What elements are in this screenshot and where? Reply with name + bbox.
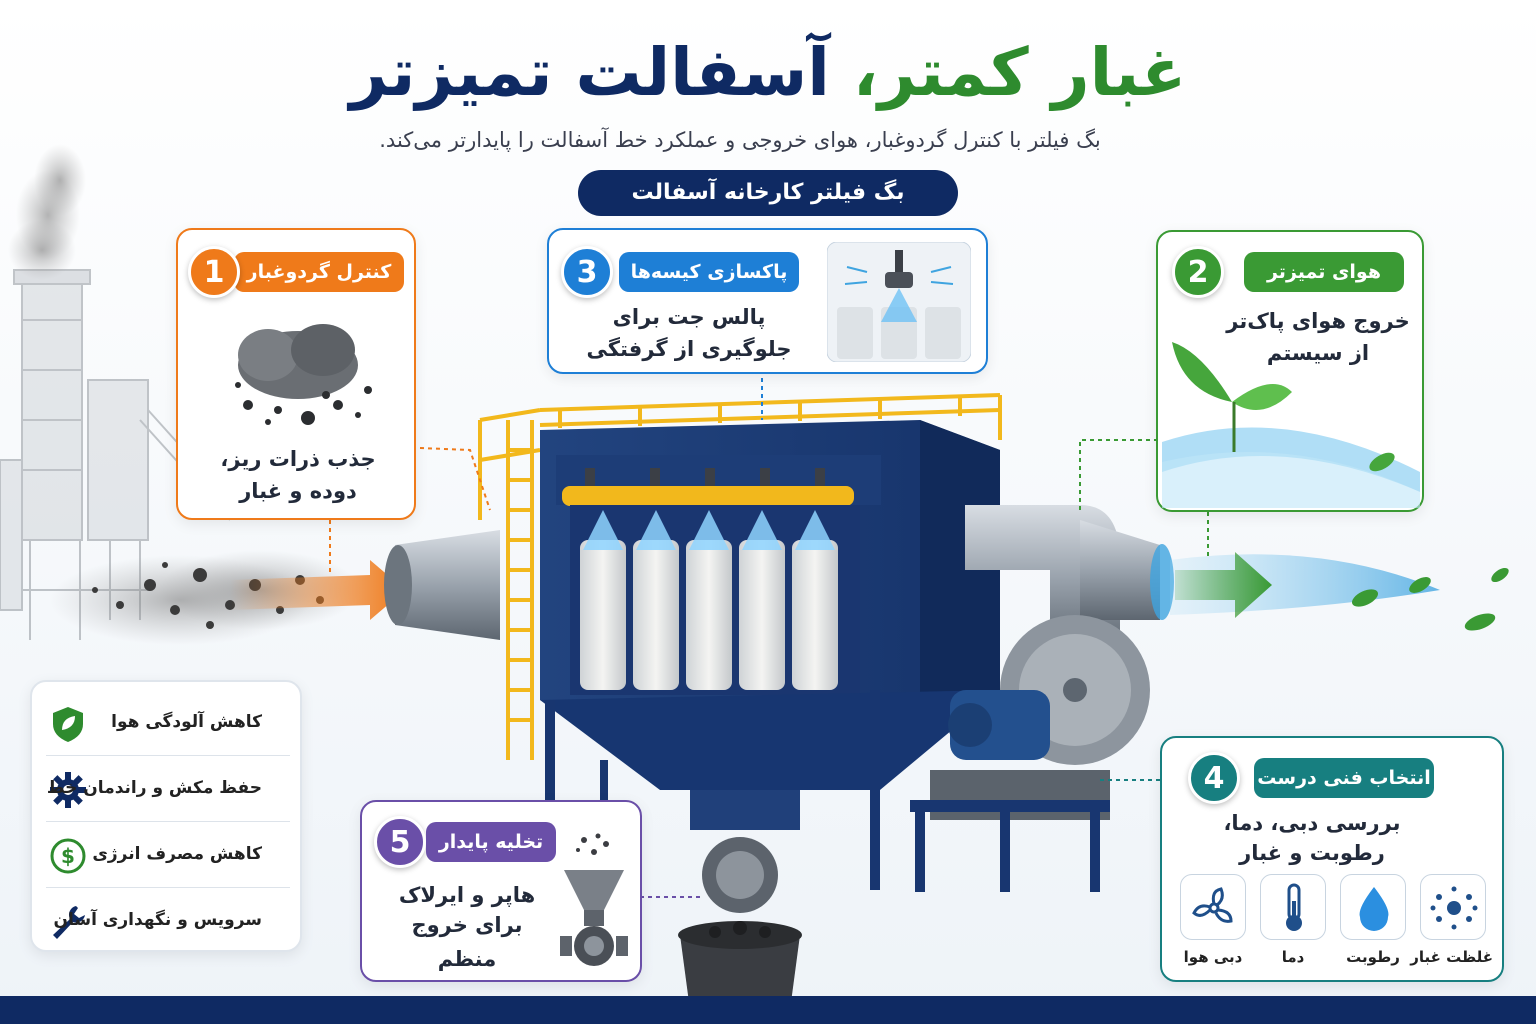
benefit-row: سرویس و نگهداری آسان (46, 890, 290, 954)
benefit-label: کاهش مصرف انرژی (92, 844, 262, 864)
card-bag-cleaning-tag: پاکسازی کیسه‌ها (619, 252, 799, 292)
card-technical-line1: بررسی دبی، دما، (1223, 811, 1401, 835)
selection-humidity-label: رطوبت (1346, 948, 1400, 966)
card-discharge-tag: تخلیه پایدار (426, 822, 556, 862)
card-clean-air-tag: هوای تمیزتر (1244, 252, 1404, 292)
card-clean-air: 2 هوای تمیزتر خروج هوای پاک‌تر از سیستم (1156, 230, 1424, 512)
benefit-row: حفظ مکش و راندمان خط (46, 758, 290, 822)
hopper-airlock-icon (560, 833, 628, 966)
benefit-row: $ کاهش مصرف انرژی (46, 824, 290, 888)
svg-text:$: $ (61, 844, 75, 868)
card-bag-cleaning: پاکسازی کیسه‌ها 3 پالس جت برای جلوگیری ا… (547, 228, 988, 374)
thermometer-icon (1286, 883, 1302, 931)
benefit-label: کاهش آلودگی هوا (111, 712, 262, 732)
card-bag-cleaning-line2: جلوگیری از گرفتگی (586, 337, 792, 361)
selection-humidity-box (1340, 874, 1406, 940)
page-subtitle: بگ فیلتر با کنترل گردوغبار، هوای خروجی و… (379, 128, 1101, 152)
title-green: غبار کمتر، (852, 34, 1187, 111)
card-technical-number: 4 (1188, 752, 1240, 804)
water-drop-icon (1359, 887, 1389, 931)
gear-icon (50, 772, 86, 808)
card-dust-control-tag: کنترل گردوغبار (234, 252, 404, 292)
card-discharge-number: 5 (374, 816, 426, 868)
card-dust-control: کنترل گردوغبار 1 جذب ذرات ریز، دوده و غب… (176, 228, 416, 520)
card-clean-air-line1: خروج هوای پاک‌تر (1226, 309, 1410, 333)
page-title: غبار کمتر، آسفالت تمیزتر (0, 28, 1536, 118)
card-technical-selection: 4 انتخاب فنی درست بررسی دبی، دما، رطوبت … (1160, 736, 1504, 982)
leaf-air-icon (1162, 342, 1420, 508)
selection-airflow-label: دبی هوا (1183, 948, 1243, 966)
card-technical-tag: انتخاب فنی درست (1254, 758, 1434, 798)
card-clean-air-line2: از سیستم (1266, 341, 1370, 365)
selection-airflow-box (1180, 874, 1246, 940)
card-clean-air-number: 2 (1172, 246, 1224, 298)
benefits-panel: کاهش آلودگی هوا حفظ مکش و راندمان خط $ ک… (30, 680, 302, 952)
fan-icon (1192, 887, 1233, 923)
benefit-label: سرویس و نگهداری آسان (53, 910, 262, 930)
dust-cloud-icon (235, 324, 372, 425)
footer-bar (0, 996, 1536, 1024)
benefit-label: حفظ مکش و راندمان خط (46, 778, 262, 798)
shield-leaf-icon (53, 707, 83, 742)
card-bag-cleaning-line1: پالس جت برای (612, 305, 766, 329)
card-bag-cleaning-number: 3 (561, 246, 613, 298)
card-dust-control-line2: دوده و غبار (239, 479, 357, 503)
product-badge: بگ فیلتر کارخانه آسفالت (578, 170, 958, 216)
selection-temperature-label: دما (1281, 948, 1305, 966)
card-discharge-line1: هاپر و ایرلاک (398, 883, 536, 907)
selection-dust-box (1420, 874, 1486, 940)
title-blue: آسفالت تمیزتر (349, 34, 830, 111)
card-technical-line2: رطوبت و غبار (1239, 841, 1385, 865)
card-discharge-line2: برای خروج منظم (411, 913, 523, 971)
card-dust-control-number: 1 (188, 246, 240, 298)
pulse-jet-icon (827, 242, 971, 362)
benefit-row: کاهش آلودگی هوا (46, 692, 290, 756)
card-discharge: 5 تخلیه پایدار هاپر و ایرلاک برای خروج م… (360, 800, 642, 982)
selection-dust-label: غلظت غبار (1410, 948, 1493, 966)
dollar-icon: $ (50, 838, 86, 874)
dust-particles-icon (1430, 886, 1478, 930)
wrench-icon (53, 906, 85, 939)
selection-temperature-box (1260, 874, 1326, 940)
card-dust-control-line1: جذب ذرات ریز، (220, 447, 376, 471)
